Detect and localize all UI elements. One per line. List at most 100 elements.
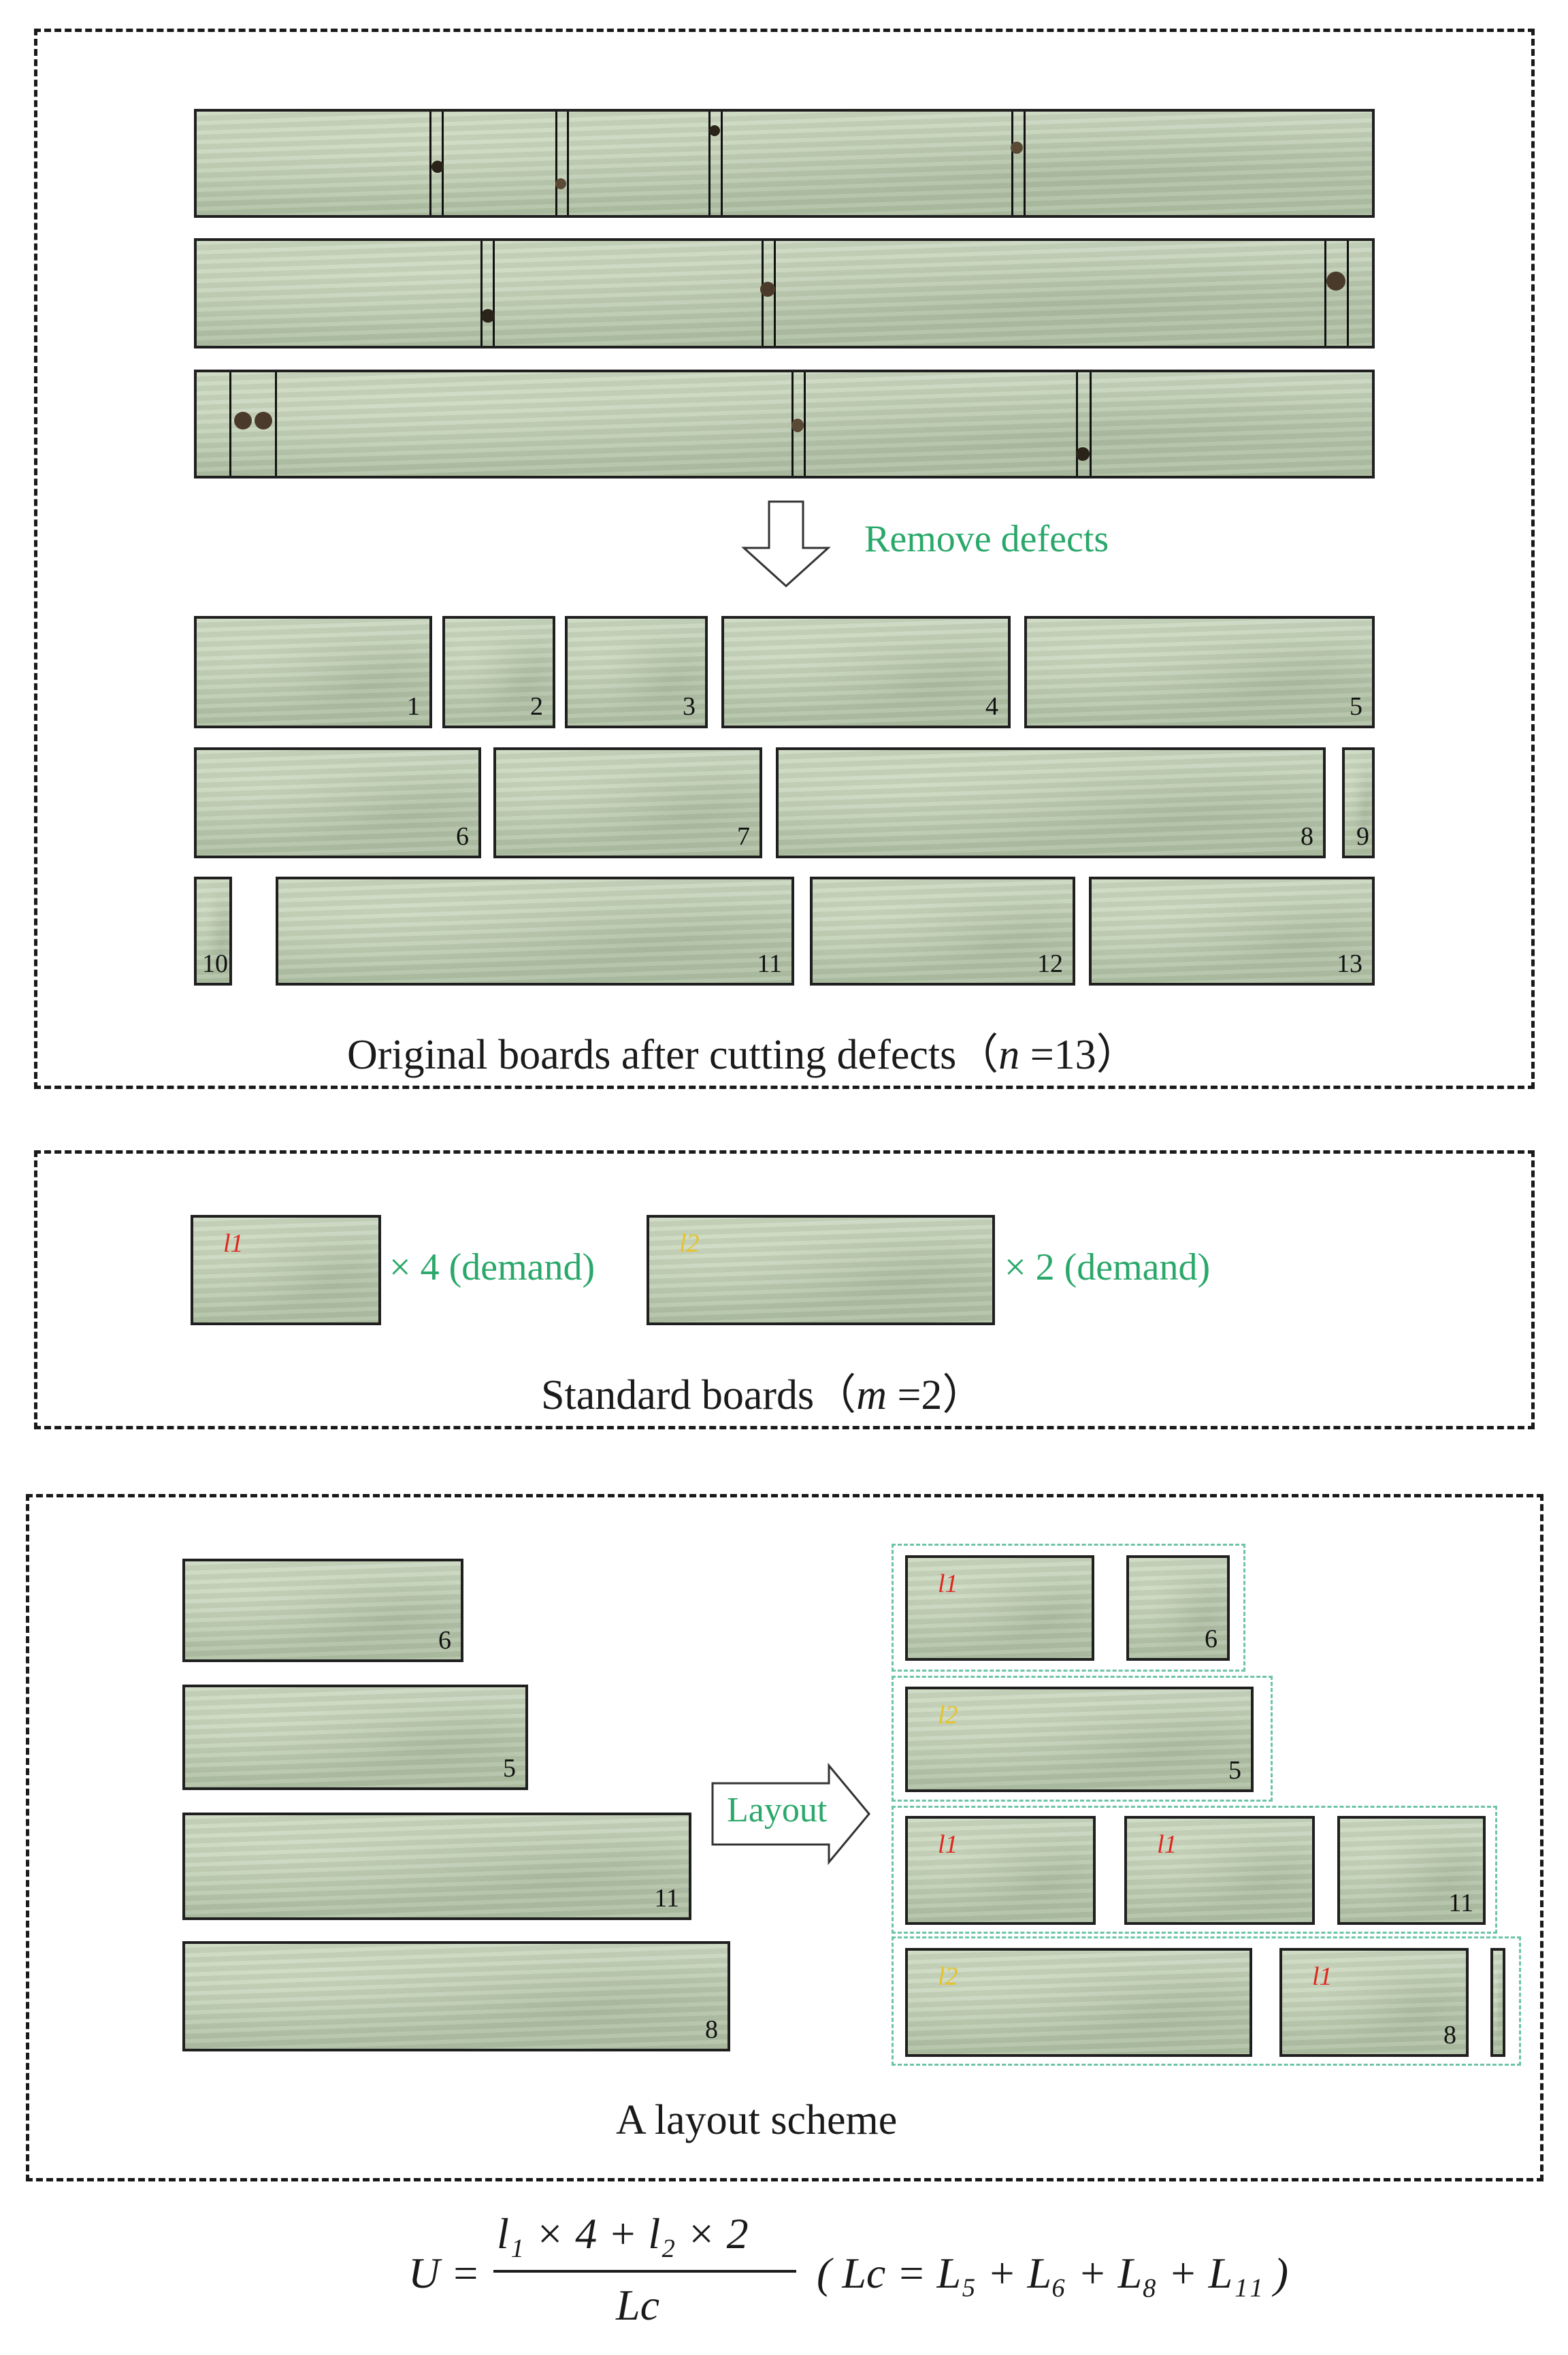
piece-number: 9 — [1356, 822, 1369, 851]
cut-line — [708, 112, 710, 215]
cut-line — [774, 241, 776, 346]
cut-line — [804, 372, 806, 476]
standard-board-l1: l1 — [191, 1215, 381, 1325]
knot-defect — [760, 282, 775, 297]
cut-line — [1324, 241, 1326, 346]
piece-number: 11 — [1448, 1889, 1473, 1917]
cut-line — [1011, 112, 1013, 215]
piece-number: 8 — [1443, 2021, 1456, 2049]
layout-cut-l1: l1 — [905, 1816, 1096, 1925]
piece-number: 6 — [1205, 1625, 1218, 1653]
cut-line — [1090, 372, 1092, 476]
original-board-2 — [194, 238, 1375, 348]
layout-remainder-11: 11 — [1337, 1816, 1486, 1925]
layout-input-piece-5: 5 — [182, 1685, 528, 1790]
piece-number: 12 — [1037, 949, 1063, 978]
layout-scheme-caption: A layout scheme — [616, 2097, 898, 2143]
cut-piece-13: 13 — [1089, 877, 1375, 986]
standard-boards-caption: Standard boards（m =2） — [541, 1360, 984, 1421]
layout-remainder-6: 6 — [1126, 1555, 1230, 1661]
original-boards-caption: Original boards after cutting defects（n … — [347, 1020, 1139, 1081]
layout-cut-l2: l2 5 — [905, 1687, 1254, 1792]
cut-piece-12: 12 — [810, 877, 1075, 986]
cut-piece-4: 4 — [721, 616, 1011, 728]
formula-parenthetical: ( Lc = L₅ + L₆ + L₈ + L₁₁ ) — [817, 2249, 1288, 2297]
cut-line — [275, 372, 277, 476]
layout-group-3 — [892, 1806, 1497, 1934]
cut-piece-11: 11 — [276, 877, 794, 986]
cut-piece-2: 2 — [442, 616, 555, 728]
piece-number: 8 — [1301, 822, 1313, 851]
caption-text: Original boards after cutting defects（ — [347, 1032, 999, 1078]
cut-line — [721, 112, 723, 215]
knot-defect — [555, 178, 566, 189]
piece-number: 5 — [1228, 1756, 1241, 1785]
cut-line — [229, 372, 231, 476]
cut-piece-10: 10 — [194, 877, 232, 986]
board-tag-l2: l2 — [938, 1962, 958, 1991]
fraction-bar — [493, 2270, 796, 2273]
layout-group-4 — [892, 1936, 1521, 2066]
piece-number: 6 — [456, 822, 469, 851]
caption-variable: m — [856, 1372, 887, 1418]
demand-label-l1: × 4 (demand) — [389, 1246, 595, 1288]
caption-text: =2） — [886, 1372, 985, 1418]
cut-line — [493, 241, 495, 346]
demand-label-l2: × 2 (demand) — [1004, 1246, 1211, 1288]
formula-lhs: U = — [408, 2249, 480, 2297]
cut-line — [567, 112, 569, 215]
caption-text: =13） — [1019, 1032, 1139, 1078]
knot-defect — [431, 161, 444, 173]
knot-defect — [255, 412, 272, 429]
original-boards-frame — [34, 29, 1535, 1089]
knot-defect — [1326, 272, 1345, 291]
piece-number: 8 — [705, 2015, 718, 2044]
layout-cut-l2: l2 — [905, 1948, 1252, 2057]
layout-cut-l1: l1 8 — [1279, 1948, 1469, 2057]
layout-arrow-icon — [711, 1763, 870, 1865]
cut-line — [480, 241, 483, 346]
layout-input-piece-11: 11 — [182, 1813, 691, 1920]
caption-variable: n — [998, 1032, 1020, 1078]
board-tag-l1: l1 — [223, 1229, 244, 1258]
knot-defect — [1011, 142, 1023, 154]
piece-number: 6 — [438, 1626, 451, 1655]
layout-label: Layout — [727, 1791, 828, 1830]
knot-defect — [791, 419, 804, 432]
piece-number: 4 — [985, 692, 998, 721]
original-board-3 — [194, 370, 1375, 478]
board-tag-l1: l1 — [938, 1830, 958, 1859]
knot-defect — [1076, 447, 1090, 461]
remove-defects-label: Remove defects — [864, 518, 1109, 560]
standard-board-l2: l2 — [647, 1215, 995, 1325]
cut-piece-9: 9 — [1342, 747, 1375, 858]
board-tag-l2: l2 — [938, 1701, 958, 1729]
cut-piece-8: 8 — [776, 747, 1326, 858]
formula-denominator: Lc — [616, 2281, 659, 2329]
original-board-1 — [194, 109, 1375, 218]
knot-defect — [234, 412, 252, 429]
piece-number: 5 — [1350, 692, 1362, 721]
cut-line — [429, 112, 431, 215]
layout-input-piece-6: 6 — [182, 1559, 463, 1662]
cut-piece-1: 1 — [194, 616, 432, 728]
utilization-formula: U = l₁ × 4 + l₂ × 2 Lc ( Lc = L₅ + L₆ + … — [408, 2209, 1288, 2345]
cut-piece-3: 3 — [565, 616, 708, 728]
layout-scheme-frame — [26, 1494, 1544, 2181]
cut-line — [1076, 372, 1078, 476]
board-tag-l1: l1 — [1312, 1962, 1333, 1991]
cut-line — [555, 112, 557, 215]
layout-waste-strip — [1490, 1948, 1505, 2057]
knot-defect — [709, 125, 720, 136]
piece-number: 5 — [503, 1754, 516, 1783]
piece-number: 3 — [683, 692, 696, 721]
layout-group-1 — [892, 1544, 1245, 1672]
piece-number: 13 — [1337, 949, 1362, 978]
piece-number: 10 — [202, 949, 228, 978]
knot-defect — [481, 309, 495, 323]
layout-group-2 — [892, 1676, 1273, 1802]
cut-line — [1347, 241, 1349, 346]
board-tag-l2: l2 — [679, 1229, 700, 1258]
layout-cut-l1: l1 — [1124, 1816, 1315, 1925]
piece-number: 1 — [407, 692, 420, 721]
